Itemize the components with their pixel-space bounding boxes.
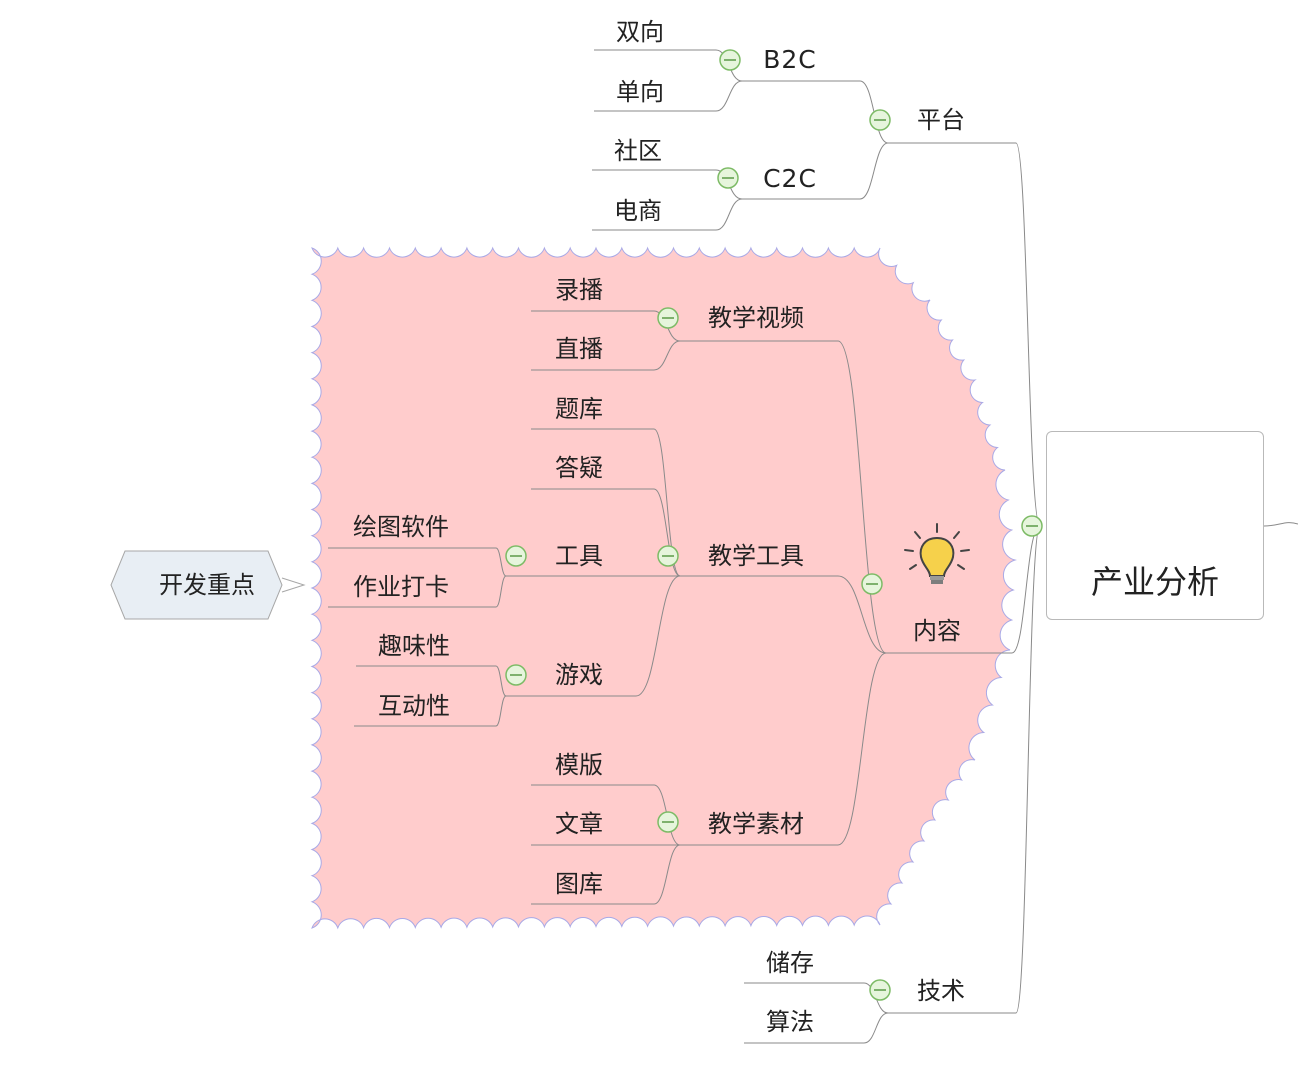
connector-line [635, 575, 681, 697]
connector-line [653, 844, 681, 905]
connector-line [495, 547, 507, 577]
topic-platform[interactable]: 平台 [917, 106, 965, 134]
topic-algorithm[interactable]: 算法 [766, 1008, 814, 1036]
collapse-toggle-content[interactable] [861, 573, 883, 595]
topic-template[interactable]: 模版 [555, 751, 603, 779]
connector-line [653, 340, 681, 371]
connector-line [863, 1012, 889, 1044]
topic-teaching-tools[interactable]: 教学工具 [708, 542, 804, 570]
topic-ecommerce[interactable]: 电商 [614, 197, 662, 225]
collapse-toggle-game[interactable] [505, 664, 527, 686]
connector-line [715, 80, 743, 112]
topic-two-way[interactable]: 双向 [616, 18, 664, 46]
connector-line [495, 695, 507, 727]
topic-underlines [328, 49, 1016, 1044]
floating-topic-shape[interactable] [110, 550, 283, 620]
collapse-toggle-tool[interactable] [505, 545, 527, 567]
floating-topic-label: 开发重点 [159, 571, 255, 599]
topic-live[interactable]: 直播 [555, 335, 603, 363]
root-topic-label: 产业分析 [1090, 563, 1219, 601]
connector-line [1011, 525, 1041, 654]
topic-content[interactable]: 内容 [913, 617, 961, 645]
topic-drawing-software[interactable]: 绘图软件 [353, 513, 449, 541]
collapse-toggle-root[interactable] [1021, 515, 1043, 537]
connector-line [653, 488, 681, 577]
root-topic[interactable] [1046, 431, 1264, 620]
topic-tool[interactable]: 工具 [555, 542, 603, 570]
connector-line [837, 575, 887, 654]
floating-topic-pointer [281, 577, 306, 593]
topic-recorded[interactable]: 录播 [555, 276, 603, 304]
topic-teaching-video[interactable]: 教学视频 [708, 304, 804, 332]
connector-line [495, 575, 507, 608]
connector-line [837, 652, 887, 846]
topic-qa[interactable]: 答疑 [555, 454, 603, 482]
topic-b2c[interactable]: B2C [763, 45, 817, 74]
topic-storage[interactable]: 储存 [766, 949, 814, 977]
connector-line [859, 142, 889, 200]
topic-technology[interactable]: 技术 [917, 977, 965, 1005]
connector-line [1015, 525, 1041, 1014]
connector-line [495, 665, 507, 697]
collapse-toggles [505, 49, 1043, 1001]
topic-question-bank[interactable]: 题库 [555, 395, 603, 423]
collapse-toggle-c2c[interactable] [717, 167, 739, 189]
collapse-toggle-teaching-material[interactable] [657, 811, 679, 833]
connector-line [715, 198, 743, 231]
lightbulb-icon [904, 523, 970, 584]
topic-teaching-material[interactable]: 教学素材 [708, 810, 804, 838]
collapse-toggle-b2c[interactable] [719, 49, 741, 71]
topic-fun[interactable]: 趣味性 [378, 632, 450, 660]
topic-interactive[interactable]: 互动性 [378, 692, 450, 720]
topic-homework-checkin[interactable]: 作业打卡 [353, 573, 449, 601]
connector-line [837, 340, 887, 654]
topic-community[interactable]: 社区 [614, 137, 662, 165]
collapse-toggle-teaching-tools[interactable] [657, 545, 679, 567]
collapse-toggle-platform[interactable] [869, 109, 891, 131]
collapse-toggle-technology[interactable] [869, 979, 891, 1001]
topic-image-library[interactable]: 图库 [555, 870, 603, 898]
topic-c2c[interactable]: C2C [763, 164, 817, 193]
content-boundary[interactable] [310, 246, 1017, 930]
collapse-toggle-teaching-video[interactable] [657, 307, 679, 329]
topic-game[interactable]: 游戏 [555, 661, 603, 689]
connector-line [1015, 142, 1041, 527]
topic-article[interactable]: 文章 [555, 810, 603, 838]
connector-line [653, 428, 681, 577]
topic-one-way[interactable]: 单向 [616, 78, 664, 106]
